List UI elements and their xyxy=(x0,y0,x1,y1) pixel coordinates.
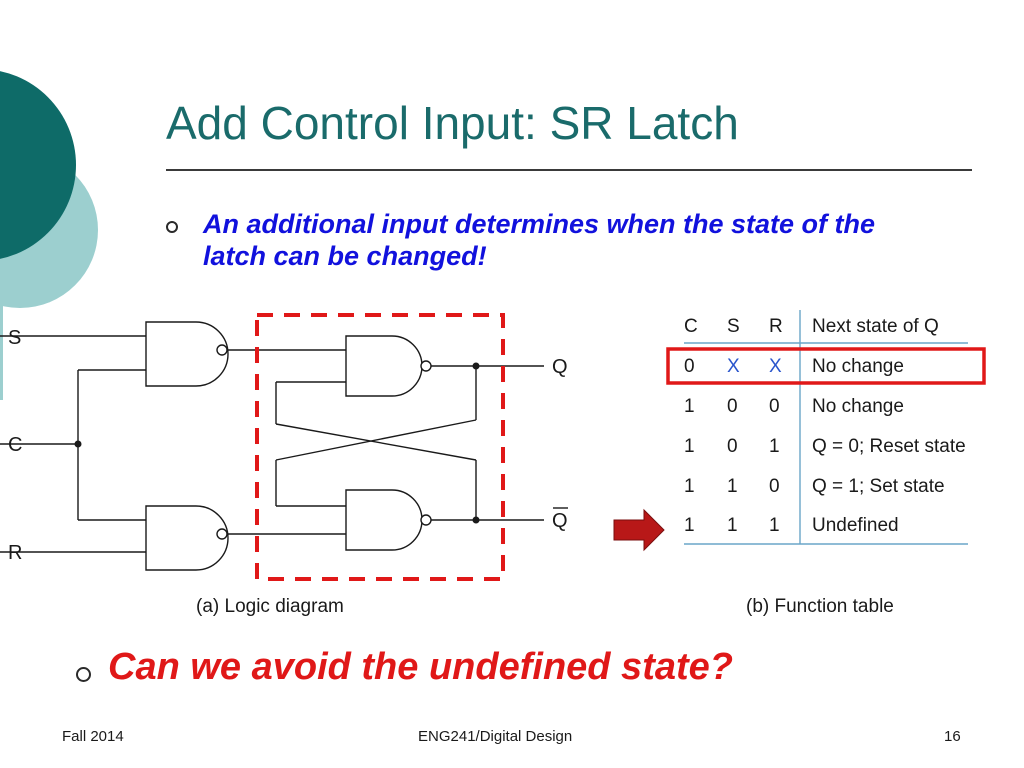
table-cell: No change xyxy=(812,396,904,417)
table-cell: 1 xyxy=(769,436,780,457)
diagram-caption: (a) Logic diagram xyxy=(196,596,344,617)
table-cell: 1 xyxy=(684,396,695,417)
table-header-r: R xyxy=(769,316,783,337)
footer-course: ENG241/Digital Design xyxy=(418,728,573,745)
table-cell: 1 xyxy=(769,515,780,536)
slide-number: 16 xyxy=(944,728,961,745)
table-cell: 1 xyxy=(684,476,695,497)
table-cell: 0 xyxy=(727,396,738,417)
table-cell: X xyxy=(769,356,782,377)
table-cell: Undefined xyxy=(812,515,899,536)
table-cell: 1 xyxy=(727,476,738,497)
table-cell: Q = 0; Reset state xyxy=(812,436,966,457)
row-highlight-box xyxy=(666,347,986,385)
table-cell: 0 xyxy=(769,396,780,417)
bullet-circle-icon xyxy=(166,221,178,233)
bullet-1: An additional input determines when the … xyxy=(203,209,876,271)
table-header-s: S xyxy=(727,316,740,337)
table-cell: 1 xyxy=(684,515,695,536)
table-cell: 1 xyxy=(727,515,738,536)
table-cell: Q = 1; Set state xyxy=(812,476,945,497)
latch-highlight-box xyxy=(255,313,505,581)
dark-teal-circle xyxy=(0,71,76,259)
junction-dot xyxy=(472,516,480,524)
junction-dot xyxy=(74,440,82,448)
function-table: C S R Next state of Q 0 X X No change 1 … xyxy=(613,310,986,552)
bullet-2: Can we avoid the undefined state? xyxy=(108,646,733,688)
table-cell: X xyxy=(727,356,740,377)
footer-date: Fall 2014 xyxy=(62,728,124,745)
table-cell: 0 xyxy=(769,476,780,497)
table-header-next-state: Next state of Q xyxy=(812,316,939,337)
input-label-r: R xyxy=(8,542,22,564)
teal-edge-bar xyxy=(0,300,3,400)
table-cell: 0 xyxy=(727,436,738,457)
junction-dot xyxy=(472,362,480,370)
bullet-circle-icon xyxy=(76,667,91,682)
output-label-q: Q xyxy=(552,356,568,378)
table-cell: 0 xyxy=(684,356,695,377)
table-caption: (b) Function table xyxy=(746,596,894,617)
title-divider xyxy=(166,169,972,171)
output-label-q-bar: Q xyxy=(552,510,568,532)
input-label-s: S xyxy=(8,327,21,349)
input-label-c: C xyxy=(8,434,22,456)
table-cell: No change xyxy=(812,356,904,377)
logic-diagram: S C R Q Q xyxy=(0,313,568,581)
table-cell: 1 xyxy=(684,436,695,457)
decorative-circles xyxy=(0,71,98,400)
table-header-c: C xyxy=(684,316,698,337)
red-arrow-icon xyxy=(613,508,665,552)
slide-title: Add Control Input: SR Latch xyxy=(166,97,739,149)
